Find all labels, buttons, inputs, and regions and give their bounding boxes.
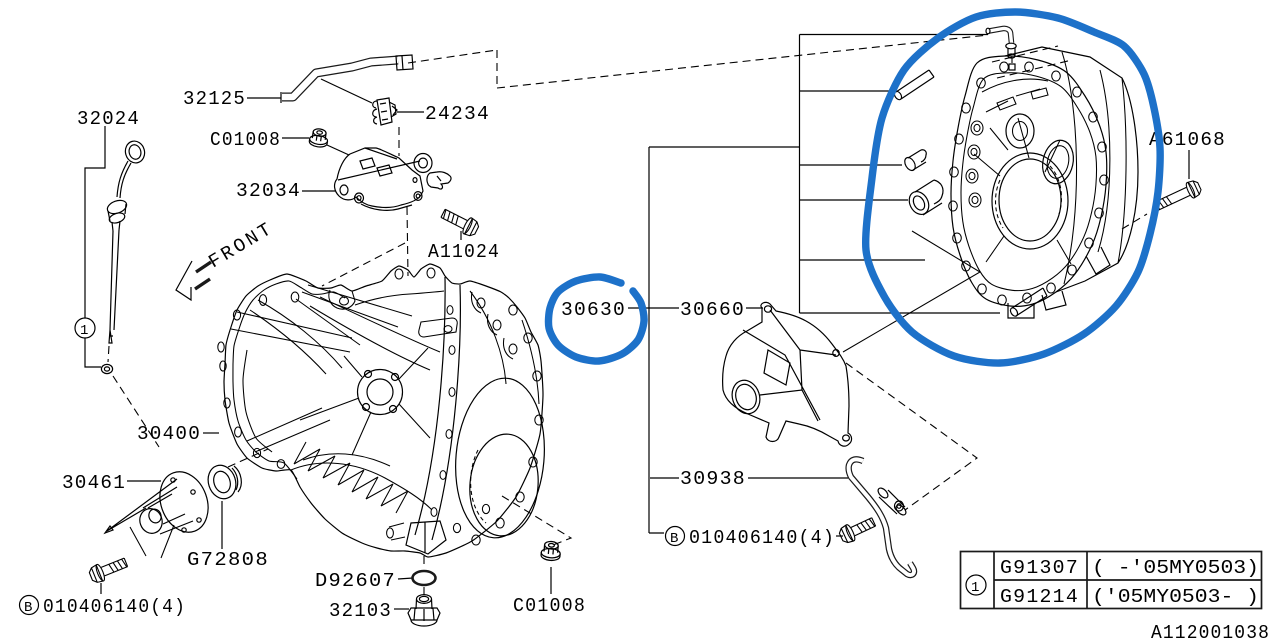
svg-text:A61068: A61068 [1149,129,1226,151]
svg-text:G91214: G91214 [1000,586,1079,608]
svg-text:32034: 32034 [236,180,301,202]
svg-text:010406140(4): 010406140(4) [43,596,186,618]
svg-text:24234: 24234 [425,103,490,125]
svg-text:32103: 32103 [329,600,392,622]
svg-text:D92607: D92607 [315,570,396,592]
svg-text:A112001038: A112001038 [1151,622,1270,640]
svg-text:C01008: C01008 [513,595,586,617]
svg-text:A11024: A11024 [428,241,500,263]
svg-text:1: 1 [80,323,88,339]
svg-text:C01008: C01008 [210,129,281,151]
svg-text:G91307: G91307 [1000,557,1079,579]
svg-text:32125: 32125 [183,88,246,110]
svg-text:('05MY0503- ): ('05MY0503- ) [1092,586,1259,608]
svg-text:G72808: G72808 [187,549,269,571]
svg-text:B: B [670,531,678,547]
svg-text:30660: 30660 [680,299,745,321]
svg-text:1: 1 [971,580,979,596]
svg-text:( -'05MY0503): ( -'05MY0503) [1092,557,1259,579]
svg-text:B: B [24,600,32,616]
svg-text:010406140(4): 010406140(4) [689,527,835,549]
svg-text:32024: 32024 [77,108,140,130]
svg-text:30461: 30461 [62,472,126,494]
svg-text:30630: 30630 [561,299,626,321]
svg-text:30938: 30938 [680,468,746,490]
svg-text:30400: 30400 [137,423,201,445]
